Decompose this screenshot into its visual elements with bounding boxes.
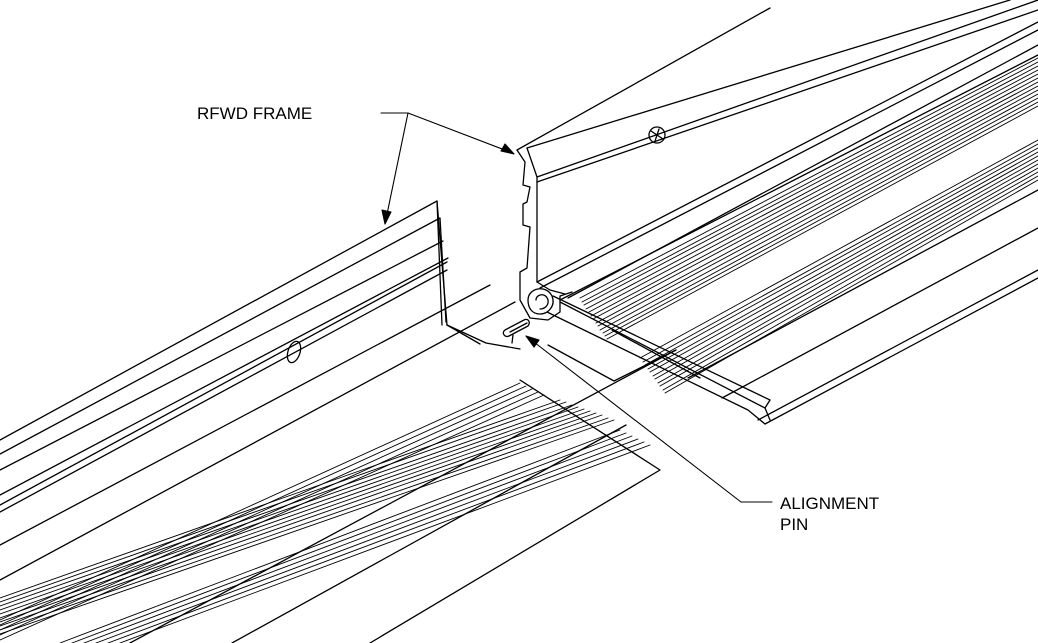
right-grooved-strip-upper <box>579 57 1038 340</box>
right-frame-extrusion <box>516 0 1038 425</box>
left-grooved-strip-upper-2 <box>0 382 545 641</box>
hole-icon <box>286 340 302 364</box>
base-plate <box>0 44 1038 643</box>
right-grooved-strip-lower <box>639 139 1038 394</box>
alignment-pin-label: ALIGNMENT PIN <box>780 493 879 535</box>
alignment-pin <box>502 318 530 344</box>
left-grooved-strip-lower <box>59 429 651 643</box>
rfwd-frame-label: RFWD FRAME <box>197 104 313 123</box>
leader-frame <box>380 112 515 225</box>
left-frame-extrusion <box>0 200 448 513</box>
leader-pin <box>525 335 773 503</box>
screw-icon <box>648 126 666 144</box>
left-grooved-strip-upper <box>0 399 615 635</box>
alignment-pin-label-line1: ALIGNMENT <box>780 494 880 513</box>
alignment-pin-label-line2: PIN <box>780 515 809 534</box>
